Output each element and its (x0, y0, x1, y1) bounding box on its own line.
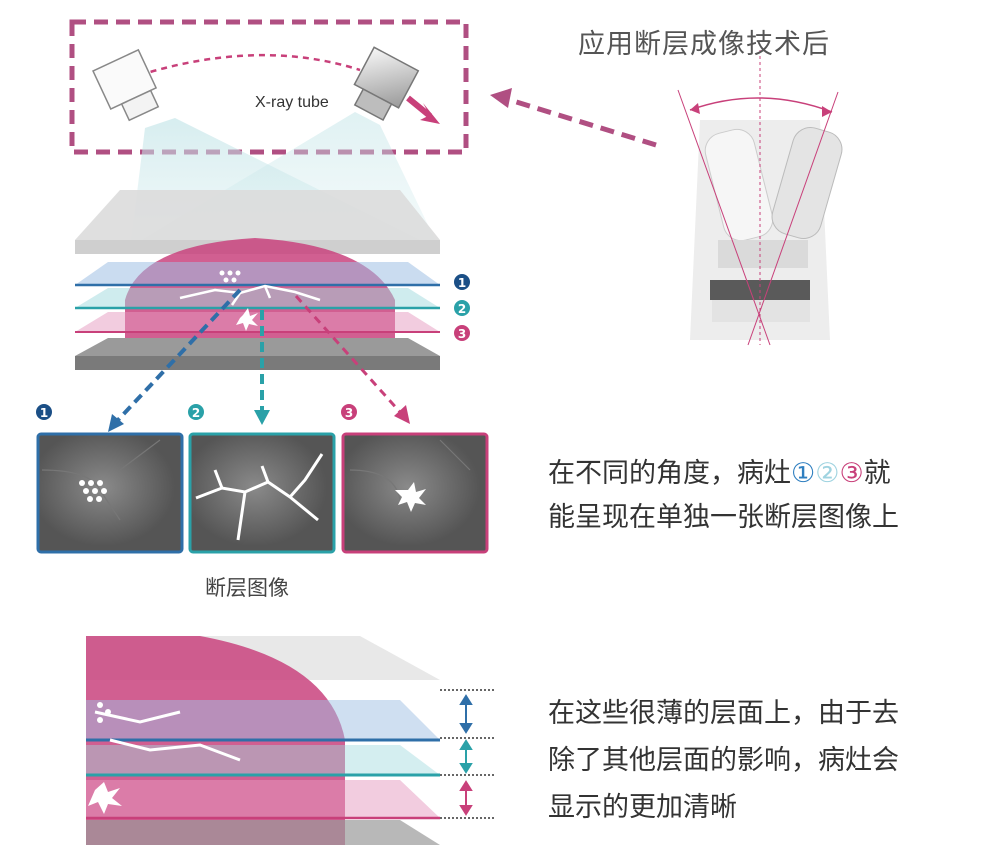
svg-text:1: 1 (40, 406, 48, 420)
lesion-star (236, 308, 258, 331)
description-1-line-2: 能呈现在单独一张断层图像上 (548, 502, 899, 533)
slice-images-caption: 断层图像 (205, 576, 289, 600)
calcification-cluster (219, 270, 241, 283)
description-1-line-1: 在不同的角度，病灶①②③就 (548, 458, 891, 489)
circle-number-1: ① (791, 458, 816, 489)
zoomed-layers (86, 636, 494, 845)
right-tube-icon (353, 46, 420, 122)
slice-image-3 (341, 432, 489, 554)
circle-number-2: ② (815, 458, 840, 489)
mammography-machine (677, 50, 843, 346)
detector-plate (75, 338, 440, 356)
description-2-line-1: 在这些很薄的层面上，由于去 (548, 698, 899, 729)
layer-badge-2: 2 (454, 300, 470, 316)
svg-text:2: 2 (458, 302, 466, 316)
circle-number-3: ③ (839, 458, 864, 489)
thickness-arrow-1 (459, 694, 473, 734)
description-1: 在不同的角度，病灶①②③就 能呈现在单独一张断层图像上 (548, 452, 899, 540)
description-2-line-2: 除了其他层面的影响，病灶会 (548, 745, 899, 776)
thickness-arrow-3 (459, 780, 473, 816)
slice-image-1 (36, 432, 184, 554)
arrow-to-slice-3 (294, 294, 402, 414)
svg-text:3: 3 (345, 406, 353, 420)
layer-1-plane (75, 262, 440, 285)
slice-badge-1: 1 (36, 404, 52, 420)
machine-to-box-arrow (509, 97, 657, 148)
layer-2-plane (75, 288, 440, 308)
slice-badge-3: 3 (341, 404, 357, 420)
description-2: 在这些很薄的层面上，由于去 除了其他层面的影响，病灶会 显示的更加清晰 (548, 690, 899, 831)
arrow-to-slice-1 (116, 288, 242, 422)
xray-tube-label: X-ray tube (255, 94, 329, 111)
thickness-arrow-2 (459, 739, 473, 774)
vessel-structure (179, 284, 321, 306)
layer-badge-1: 1 (454, 274, 470, 290)
svg-text:3: 3 (458, 327, 466, 341)
slice-badge-2: 2 (188, 404, 204, 420)
description-2-line-3: 显示的更加清晰 (548, 792, 737, 823)
slice-image-2 (188, 432, 336, 554)
tube-motion-arc (139, 53, 361, 77)
layer-badge-3: 3 (454, 325, 470, 341)
svg-text:1: 1 (458, 276, 466, 290)
svg-text:2: 2 (192, 406, 200, 420)
compression-plate-top (75, 190, 440, 240)
left-tube-icon (92, 48, 160, 122)
title-after-tomosynthesis: 应用断层成像技术后 (578, 29, 830, 60)
layer-3-plane (75, 312, 440, 332)
